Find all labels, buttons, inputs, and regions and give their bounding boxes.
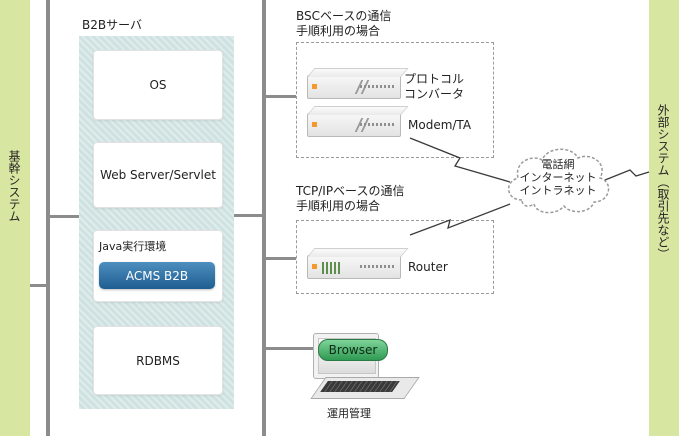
cloud-line3: イントラネット bbox=[519, 184, 597, 197]
modem-link bbox=[409, 137, 511, 183]
converter-label-line2: コンバータ bbox=[404, 87, 465, 101]
cloud-line2: インターネット bbox=[519, 171, 597, 184]
laptop-keyboard bbox=[320, 381, 400, 392]
server-network-connector bbox=[234, 214, 262, 217]
modem-device bbox=[307, 106, 409, 137]
tcp-group bbox=[296, 220, 494, 294]
external-system-label: 外部システム（取引先など） bbox=[656, 104, 670, 260]
network-links bbox=[409, 137, 650, 236]
network-cloud-text: 電話網 インターネット イントラネット bbox=[508, 158, 608, 197]
bsc-title-line2: 手順利用の場合 bbox=[296, 24, 381, 38]
core-system-label: 基幹システム bbox=[7, 150, 21, 222]
ops-connector bbox=[266, 347, 318, 350]
web-server-box: Web Server/Servlet bbox=[93, 142, 223, 208]
tcp-title-line1: TCP/IPベースの通信 bbox=[296, 184, 405, 198]
server-core-connector bbox=[50, 215, 79, 218]
network-bus-line bbox=[262, 0, 266, 436]
modem-label: Modem/TA bbox=[408, 118, 472, 132]
cloud-line1: 電話網 bbox=[541, 158, 575, 171]
external-system-band bbox=[649, 0, 679, 436]
rdbms-box: RDBMS bbox=[93, 326, 223, 395]
bsc-group bbox=[296, 42, 494, 158]
external-link bbox=[604, 169, 650, 181]
network-cloud bbox=[508, 148, 610, 214]
browser-button: Browser bbox=[318, 339, 388, 361]
router-link bbox=[409, 203, 511, 236]
tcp-connector bbox=[266, 257, 296, 260]
bsc-title-line1: BSCベースの通信 bbox=[296, 9, 392, 23]
java-env-label: Java実行環境 bbox=[99, 240, 167, 253]
core-system-band bbox=[0, 0, 30, 436]
bsc-connector bbox=[266, 95, 296, 98]
core-bus-line bbox=[46, 0, 50, 436]
ops-label: 運用管理 bbox=[327, 407, 371, 420]
protocol-converter-device bbox=[307, 68, 409, 99]
converter-label-line1: プロトコル bbox=[404, 72, 465, 86]
server-title: B2Bサーバ bbox=[82, 18, 142, 32]
router-device bbox=[307, 248, 409, 279]
acms-b2b-button: ACMS B2B bbox=[99, 262, 215, 289]
router-label: Router bbox=[408, 260, 448, 274]
os-box: OS bbox=[93, 50, 223, 120]
tcp-title-line2: 手順利用の場合 bbox=[296, 199, 381, 213]
core-connector bbox=[30, 284, 46, 287]
